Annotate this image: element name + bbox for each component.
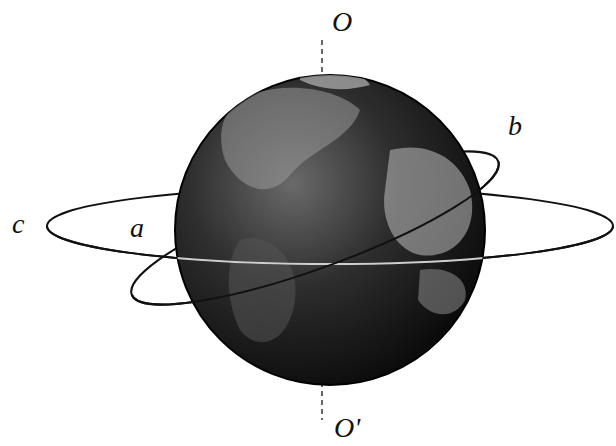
axis-label: O'	[332, 414, 362, 442]
orbit-label: a	[128, 214, 146, 242]
earth-globe	[175, 75, 485, 385]
orbit-label: b	[506, 112, 524, 140]
orbit-label: c	[10, 210, 26, 238]
axis-label: O	[330, 8, 354, 36]
continents	[221, 60, 472, 342]
